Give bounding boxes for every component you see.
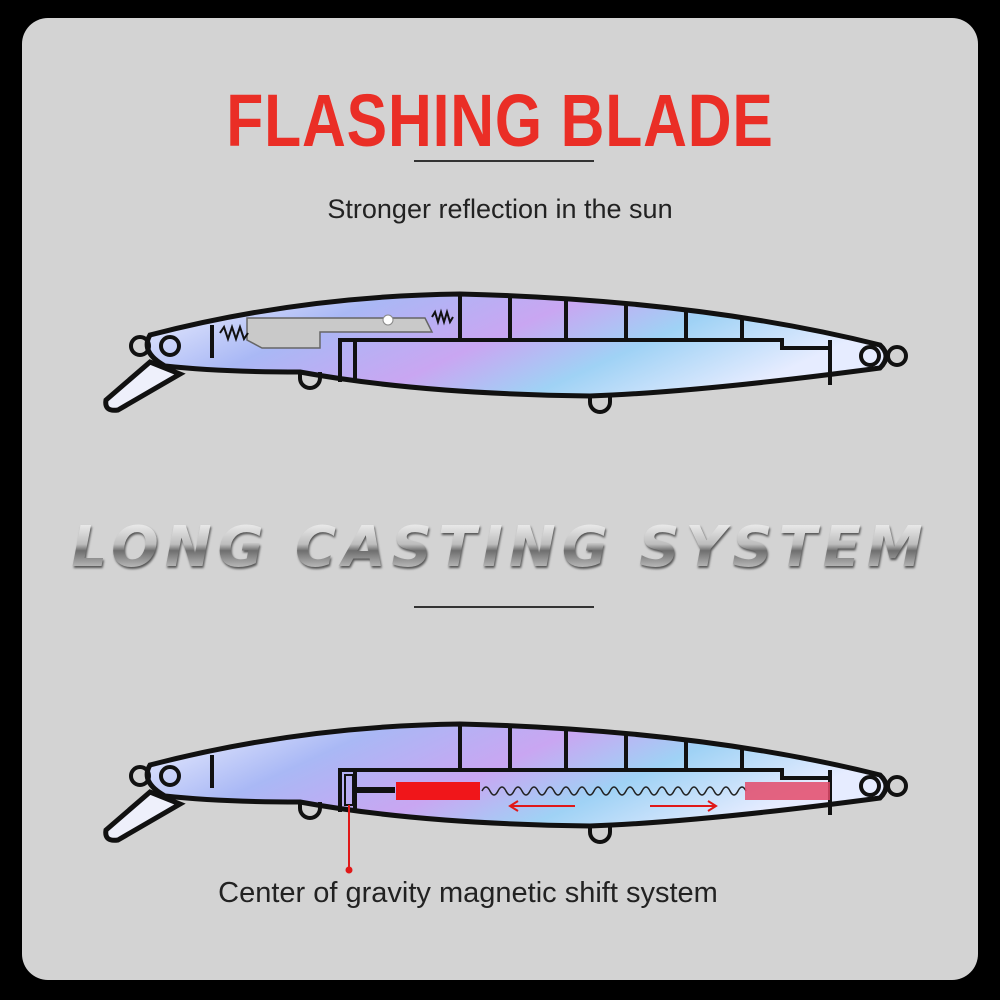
- lure-top-flashing-blade: [106, 294, 906, 412]
- blade-hole: [382, 314, 394, 326]
- arrow-left-icon: [508, 800, 575, 812]
- flashing-blade: [246, 317, 434, 349]
- rod: [355, 787, 395, 793]
- hero-text: LONG CASTING SYSTEM: [0, 515, 1000, 580]
- arrow-right-icon: [650, 800, 718, 812]
- caption: Center of gravity magnetic shift system: [218, 877, 718, 909]
- spring: [481, 786, 747, 796]
- pointer-dot: [345, 866, 353, 874]
- spring-rear: [431, 308, 454, 326]
- magnet: [745, 782, 830, 800]
- title: FLASHING BLADE: [226, 79, 774, 162]
- divider: [414, 160, 594, 162]
- divider: [414, 606, 594, 608]
- weight-ball: [396, 782, 480, 800]
- lure-bottom-casting-system: [106, 724, 906, 874]
- subtitle: Stronger reflection in the sun: [327, 194, 673, 224]
- spring-front: [219, 323, 249, 343]
